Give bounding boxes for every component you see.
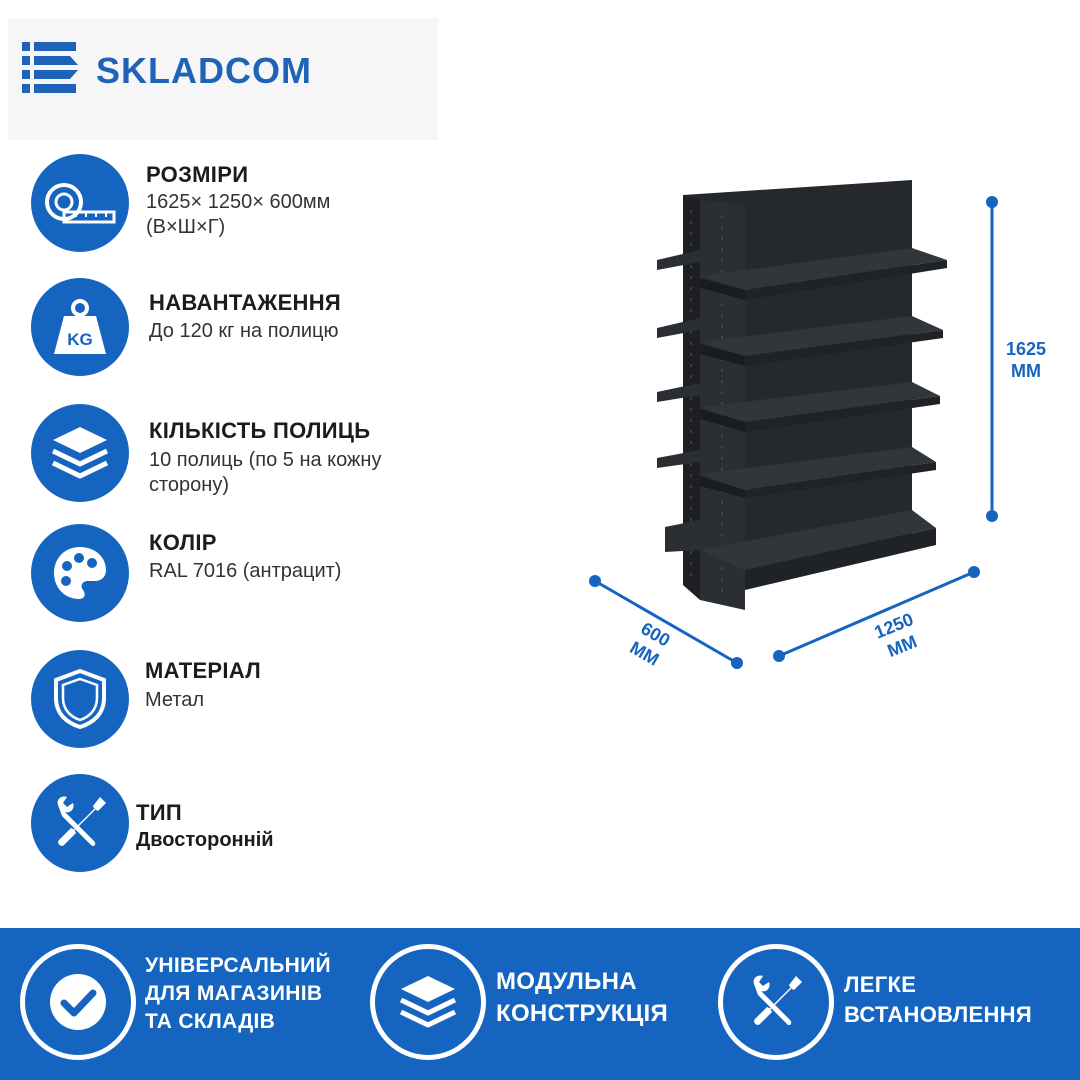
footer-text: МОДУЛЬНА КОНСТРУКЦІЯ: [496, 966, 668, 1030]
layers-icon: [31, 404, 129, 502]
check-icon: [20, 944, 136, 1060]
brand-name: SKLADCOM: [96, 50, 312, 91]
spec-title: РОЗМІРИ: [146, 162, 249, 187]
svg-text:KG: KG: [67, 330, 93, 349]
shield-icon: [31, 650, 129, 748]
shelving-unit-illustration: [589, 180, 998, 669]
shelving-unit-image: [657, 180, 947, 610]
dimension-height-value: 1625: [1005, 339, 1047, 359]
footer-line: УНІВЕРСАЛЬНИЙ: [145, 954, 331, 977]
spec-desc: До 120 кг на полицю: [149, 320, 339, 342]
spec-type: ТИП Двосторонній: [0, 770, 520, 880]
spec-desc: Двосторонній: [136, 829, 274, 851]
dimension-lines: [589, 196, 998, 669]
palette-icon: [31, 524, 129, 622]
footer-line: ДЛЯ МАГАЗИНІВ: [145, 982, 323, 1005]
skladcom-logo-icon: [22, 42, 78, 93]
spec-title: ТИП: [136, 800, 182, 825]
tools-icon: [718, 944, 834, 1060]
spec-title: КІЛЬКІСТЬ ПОЛИЦЬ: [149, 418, 371, 443]
kg-weight-icon: KG: [31, 278, 129, 376]
footer-text: ЛЕГКЕ ВСТАНОВЛЕННЯ: [844, 970, 1032, 1030]
spec-desc: 10 полиць (по 5 на кожну сторону): [149, 449, 382, 496]
footer-line: ВСТАНОВЛЕННЯ: [844, 1002, 1032, 1027]
footer-line: ЛЕГКЕ: [844, 972, 917, 997]
logo-area: SKLADCOM: [8, 18, 438, 140]
spec-title: КОЛІР: [149, 530, 217, 555]
tools-icon: [31, 774, 129, 872]
dimension-height-label: 1625 ММ: [996, 338, 1056, 382]
spec-color: КОЛІР RAL 7016 (антрацит): [0, 524, 520, 634]
spec-load: KG НАВАНТАЖЕННЯ До 120 кг на полицю: [0, 278, 520, 388]
footer-text: УНІВЕРСАЛЬНИЙ ДЛЯ МАГАЗИНІВ ТА СКЛАДІВ: [145, 952, 331, 1036]
footer-line: МОДУЛЬНА: [496, 968, 637, 995]
spec-desc: Метал: [145, 689, 205, 711]
footer-line: КОНСТРУКЦІЯ: [496, 1000, 669, 1027]
spec-title: НАВАНТАЖЕННЯ: [149, 290, 342, 315]
layers-icon: [370, 944, 486, 1060]
spec-title: МАТЕРІАЛ: [145, 658, 262, 683]
footer-item-easy-install: ЛЕГКЕ ВСТАНОВЛЕННЯ: [718, 944, 1068, 1064]
footer-banner: УНІВЕРСАЛЬНИЙ ДЛЯ МАГАЗИНІВ ТА СКЛАДІВ М…: [0, 928, 1080, 1080]
spec-material: МАТЕРІАЛ Метал: [0, 646, 520, 756]
footer-line: ТА СКЛАДІВ: [145, 1010, 276, 1033]
footer-item-universal: УНІВЕРСАЛЬНИЙ ДЛЯ МАГАЗИНІВ ТА СКЛАДІВ: [20, 944, 360, 1064]
spec-desc: 1625× 1250× 600мм (В×Ш×Г): [146, 191, 331, 238]
measuring-tape-icon: [31, 154, 129, 252]
spec-dimensions: РОЗМІРИ 1625× 1250× 600мм (В×Ш×Г): [0, 150, 520, 260]
footer-item-modular: МОДУЛЬНА КОНСТРУКЦІЯ: [370, 944, 710, 1064]
dimension-height-unit: ММ: [1011, 361, 1041, 381]
spec-desc: RAL 7016 (антрацит): [149, 560, 342, 582]
spec-shelves: КІЛЬКІСТЬ ПОЛИЦЬ 10 полиць (по 5 на кожн…: [0, 398, 520, 508]
